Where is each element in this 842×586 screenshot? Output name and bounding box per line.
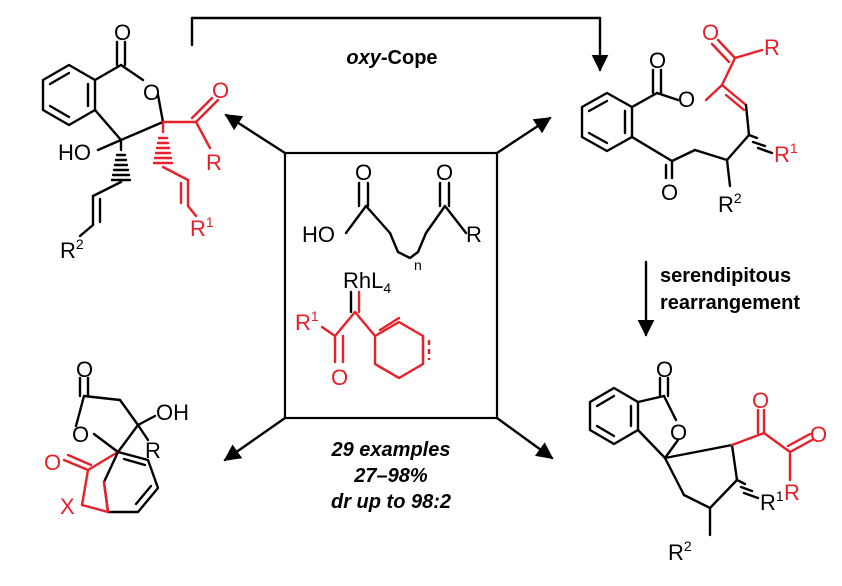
spirolactone-o-ring: O [72, 422, 89, 447]
macrocycle-o-ring: O [678, 87, 695, 112]
spirophthalide-r: R [784, 480, 800, 505]
spirophthalide-r1: R1 [760, 488, 784, 515]
stats-dr: dr up to 98:2 [331, 491, 451, 513]
ketoacid-ho: HO [302, 222, 335, 247]
arrow-top-left [224, 113, 287, 155]
isochromanone-o-ketone: O [212, 78, 229, 103]
spirolactone-structure [62, 376, 160, 514]
center-box [283, 151, 499, 420]
oxy-cope-arrow [190, 16, 609, 72]
macrocycle-r: R [764, 35, 780, 60]
spirophthalide-o-ring: O [670, 420, 687, 445]
stats-examples: 29 examples [331, 439, 451, 461]
arrow-top-right [495, 116, 552, 155]
isochromanone-r: R [206, 150, 222, 175]
spirophthalide-r2: R2 [668, 538, 692, 565]
ketoacid-structure [344, 181, 468, 260]
spirolactone-o-red: O [44, 450, 61, 475]
arrow-bottom-right [495, 416, 554, 460]
macrocycle-o-lactone: O [649, 48, 666, 73]
spirolactone-x: X [60, 494, 75, 519]
ketoacid-o1: O [355, 160, 372, 185]
carbenoid-r1: R1 [295, 308, 319, 335]
rearrangement-label-1: serendipitous [660, 265, 791, 287]
isochromanone-o-ring: O [143, 80, 160, 105]
macrocycle-r1: R1 [774, 140, 798, 167]
isochromanone-structure [41, 40, 220, 238]
macrocycle-o-ketone: O [661, 180, 678, 205]
rearrangement-label-2: rearrangement [660, 292, 800, 314]
spirophthalide-o-red2: O [810, 422, 827, 447]
spirolactone-oh: OH [156, 400, 189, 425]
isochromanone-ho: HO [58, 140, 91, 165]
spirophthalide-o-red1: O [752, 388, 769, 413]
ketoacid-r: R [466, 222, 482, 247]
carbenoid-o: O [331, 365, 348, 390]
isochromanone-r1: R1 [190, 214, 214, 241]
rhodium-label: RhL4 [343, 268, 391, 296]
arrow-bottom-left [223, 416, 287, 462]
ketoacid-n: n [414, 257, 422, 273]
isochromanone-o-carbonyl: O [114, 20, 131, 45]
ketoacid-o2: O [436, 160, 453, 185]
spirophthalide-o-carbonyl: O [656, 357, 673, 382]
oxy-cope-label: oxy-Cope [346, 47, 437, 69]
spirophthalide-structure [588, 376, 814, 537]
spirolactone-o-carbonyl: O [76, 357, 93, 382]
isochromanone-r2: R2 [60, 236, 84, 263]
stats-yield: 27–98% [353, 465, 428, 487]
spirolactone-r: R [145, 438, 161, 463]
macrocycle-r2: R2 [718, 190, 742, 217]
macrocycle-structure [580, 38, 774, 188]
macrocycle-o-ketone-red: O [702, 20, 719, 45]
carbenoid-structure [320, 290, 431, 380]
